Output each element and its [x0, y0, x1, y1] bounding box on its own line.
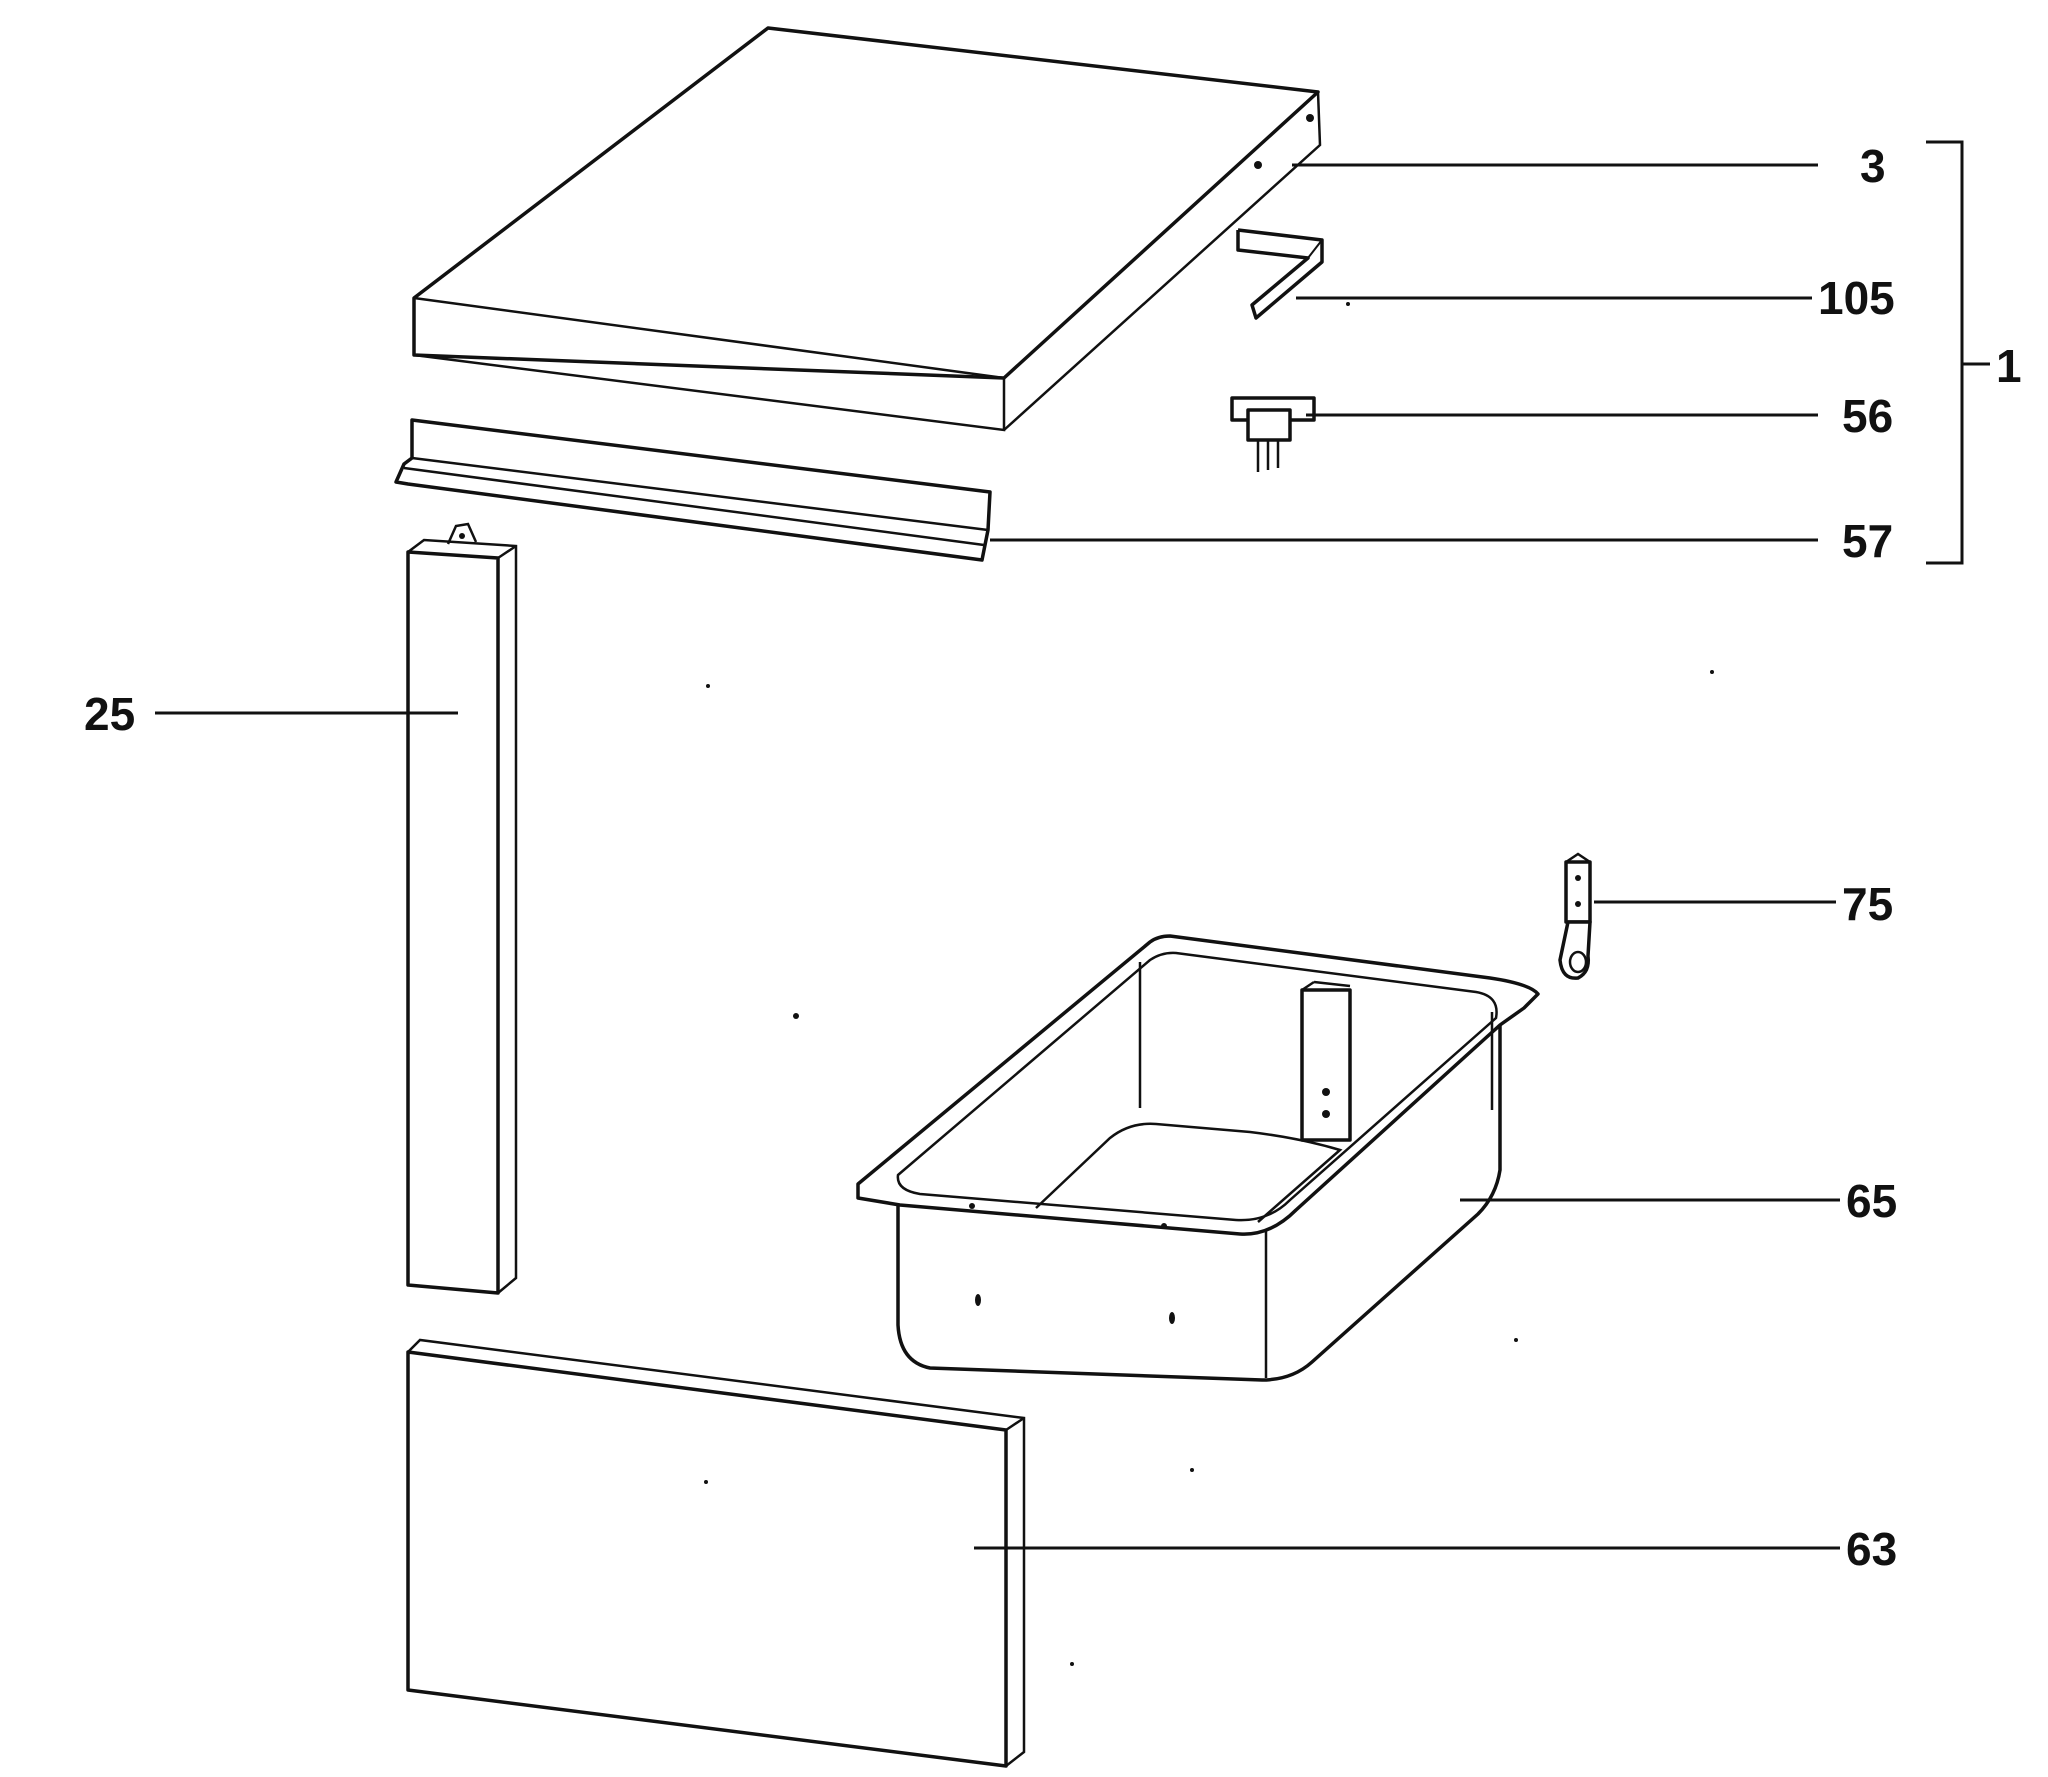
assembly-bracket: [1926, 140, 1964, 565]
part-65-tub: [856, 934, 1540, 1382]
part-56-hinge: [1230, 396, 1316, 472]
scan-speckles: [704, 302, 1714, 1666]
callout-105: 105: [1818, 272, 1895, 324]
part-105-bracket: [1236, 228, 1324, 320]
leader-lines: [155, 140, 1990, 1550]
callout-1: 1: [1996, 340, 2022, 392]
callout-63: 63: [1846, 1523, 1897, 1575]
part-3-lid: [412, 26, 1322, 432]
part-57-seal-strip: [394, 418, 992, 562]
part-25-vertical-post: [406, 522, 518, 1295]
part-75-latch: [1558, 852, 1592, 980]
callout-labels: 3 105 1 56 57 25 75 65 63: [84, 140, 2022, 1575]
part-63-front-panel: [406, 1338, 1026, 1768]
callout-25: 25: [84, 688, 135, 740]
callout-57: 57: [1842, 515, 1893, 567]
callout-3: 3: [1860, 140, 1886, 192]
callout-75: 75: [1842, 878, 1893, 930]
callout-56: 56: [1842, 390, 1893, 442]
callout-65: 65: [1846, 1175, 1897, 1227]
